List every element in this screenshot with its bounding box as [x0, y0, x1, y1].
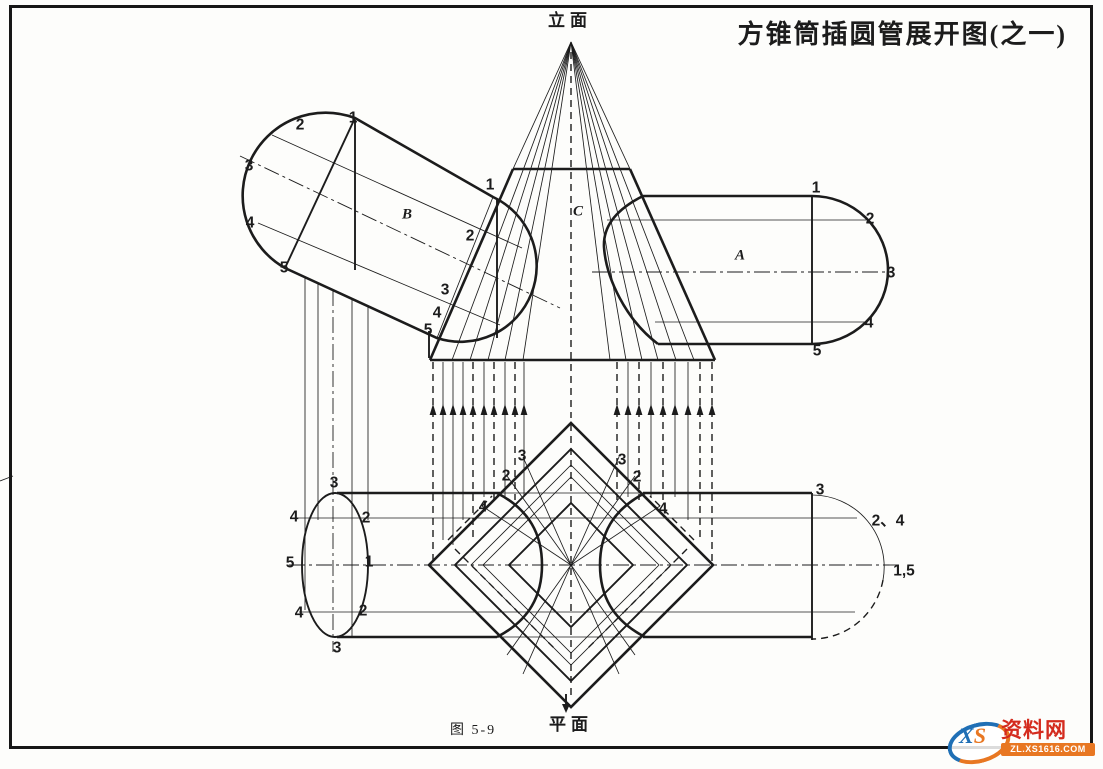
point-label: 1 — [364, 553, 374, 571]
point-label: 2 — [632, 468, 642, 486]
point-label: 4 — [864, 314, 874, 332]
point-label: 3 — [244, 157, 254, 175]
point-label: 5 — [279, 259, 289, 277]
part-label-B: B — [401, 206, 413, 223]
pipe-end-ellipse — [301, 492, 369, 638]
border-frame — [9, 5, 1093, 749]
point-label: 3 — [886, 264, 896, 282]
part-label-A: A — [734, 247, 746, 264]
part-label-C: C — [572, 203, 584, 220]
point-label: 5 — [423, 321, 433, 339]
point-label: 3 — [517, 447, 527, 465]
point-label: 2 — [358, 602, 368, 620]
point-label: 1 — [348, 109, 358, 127]
watermark-logo-x: X — [959, 723, 974, 748]
point-label: 1 — [811, 179, 821, 197]
watermark-site-name: 资料网 — [1001, 719, 1067, 742]
scan-tick — [0, 475, 14, 482]
intersection-curve-right — [598, 491, 646, 639]
point-label: 2 — [295, 116, 305, 134]
projection-lines — [304, 277, 716, 652]
point-label: 2、4 — [871, 512, 905, 530]
point-label: 4 — [294, 604, 304, 622]
elevation-view-label: 立面 — [548, 11, 592, 30]
point-label: 3 — [440, 281, 450, 299]
watermark-site-url: ZL.XS1616.COM — [1001, 743, 1095, 757]
point-label: 2 — [865, 210, 875, 228]
plan-pointer-arrow — [562, 704, 570, 713]
point-label: 2 — [501, 467, 511, 485]
point-label: 1,5 — [893, 562, 915, 580]
point-label: 4 — [658, 500, 668, 518]
projection-arrowheads — [429, 404, 716, 415]
page-title: 方锥筒插圆管展开图(之一) — [737, 20, 1067, 49]
point-label: 5 — [812, 342, 822, 360]
plan-view — [289, 421, 898, 713]
point-label: 2 — [465, 227, 475, 245]
watermark-logo-text: XS — [959, 725, 986, 747]
point-label: 4 — [478, 498, 488, 516]
point-label: 2 — [361, 509, 371, 527]
point-label: 3 — [332, 639, 342, 657]
point-label: 3 — [617, 451, 627, 469]
pipe-b-development — [239, 111, 561, 358]
point-label: 3 — [329, 474, 339, 492]
plan-view-label: 平面 — [549, 715, 593, 734]
watermark: XS 资料网 ZL.XS1616.COM — [942, 714, 1103, 769]
point-label: 4 — [245, 214, 255, 232]
watermark-logo-s: S — [973, 723, 986, 748]
point-label: 4 — [289, 508, 299, 526]
point-label: 1 — [485, 176, 495, 194]
figure-caption: 图 5-9 — [450, 723, 497, 738]
point-label: 4 — [432, 304, 442, 322]
pipe-a-development — [592, 194, 893, 346]
intersection-curve-left — [496, 491, 544, 639]
point-label: 5 — [285, 554, 295, 572]
point-label: 3 — [815, 481, 825, 499]
